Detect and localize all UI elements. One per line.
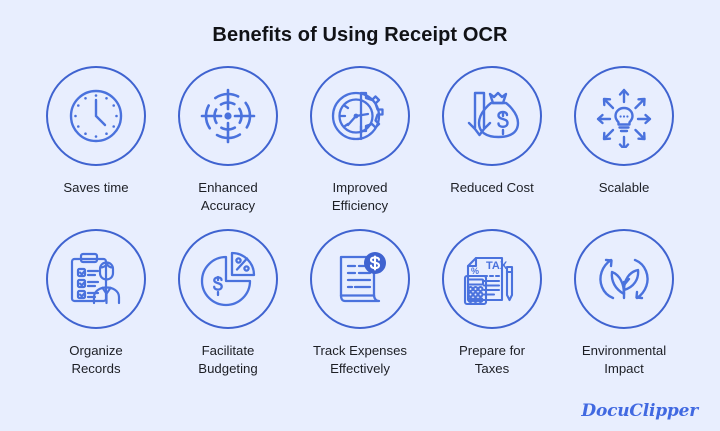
- benefit-label: Organize Records: [69, 343, 123, 376]
- benefit-item-environmental-impact: Environmental Impact: [558, 229, 690, 378]
- benefit-label: Track Expenses Effectively: [312, 343, 408, 376]
- benefits-row-1: Saves time: [0, 66, 720, 215]
- benefit-item-organize-records: Organize Records: [30, 229, 162, 378]
- icon-circle: [310, 229, 410, 329]
- benefit-label: Saves time: [63, 180, 129, 195]
- icon-circle: [46, 66, 146, 166]
- benefit-item-saves-time: Saves time: [30, 66, 162, 215]
- brand-logo: DocuClipper: [581, 401, 698, 421]
- icon-circle: [574, 229, 674, 329]
- benefit-item-track-expenses: Track Expenses Effectively: [294, 229, 426, 378]
- receipt-dollar-badge-icon: [328, 247, 392, 311]
- lightbulb-expand-arrows-icon: [592, 84, 656, 148]
- benefit-label: Reduced Cost: [450, 180, 534, 195]
- money-bag-down-arrow-icon: [461, 85, 523, 147]
- benefit-item-prepare-for-taxes: TAX %: [426, 229, 558, 378]
- benefits-grid: Saves time: [0, 66, 720, 378]
- benefit-item-reduced-cost: Reduced Cost: [426, 66, 558, 215]
- benefit-label: Environmental Impact: [581, 343, 667, 376]
- clipboard-person-icon: [64, 247, 128, 311]
- benefit-label: Scalable: [598, 180, 650, 195]
- leaf-recycle-icon: [593, 248, 655, 310]
- target-crosshair-icon: [197, 85, 259, 147]
- page-title: Benefits of Using Receipt OCR: [212, 24, 508, 46]
- benefit-item-facilitate-budgeting: Facilitate Budgeting: [162, 229, 294, 378]
- svg-text:TAX: TAX: [486, 260, 508, 272]
- icon-circle: [310, 66, 410, 166]
- icon-circle: TAX %: [442, 229, 542, 329]
- icon-circle: [46, 229, 146, 329]
- benefits-row-2: Organize Records Faci: [0, 229, 720, 378]
- benefit-label: Facilitate Budgeting: [198, 343, 258, 376]
- benefit-label: Improved Efficiency: [331, 180, 389, 213]
- benefit-item-scalable: Scalable: [558, 66, 690, 215]
- icon-circle: [442, 66, 542, 166]
- icon-circle: [178, 229, 278, 329]
- svg-text:%: %: [471, 266, 479, 276]
- clock-icon: [65, 85, 127, 147]
- tax-document-calculator-pen-icon: TAX %: [460, 247, 524, 311]
- benefit-item-enhanced-accuracy: Enhanced Accuracy: [162, 66, 294, 215]
- benefit-item-improved-efficiency: Improved Efficiency: [294, 66, 426, 215]
- benefit-label: Enhanced Accuracy: [198, 180, 258, 213]
- icon-circle: [574, 66, 674, 166]
- icon-circle: [178, 66, 278, 166]
- benefit-label: Prepare for Taxes: [459, 343, 525, 376]
- pie-chart-dollar-percent-icon: [196, 247, 260, 311]
- clock-gear-icon: [328, 84, 392, 148]
